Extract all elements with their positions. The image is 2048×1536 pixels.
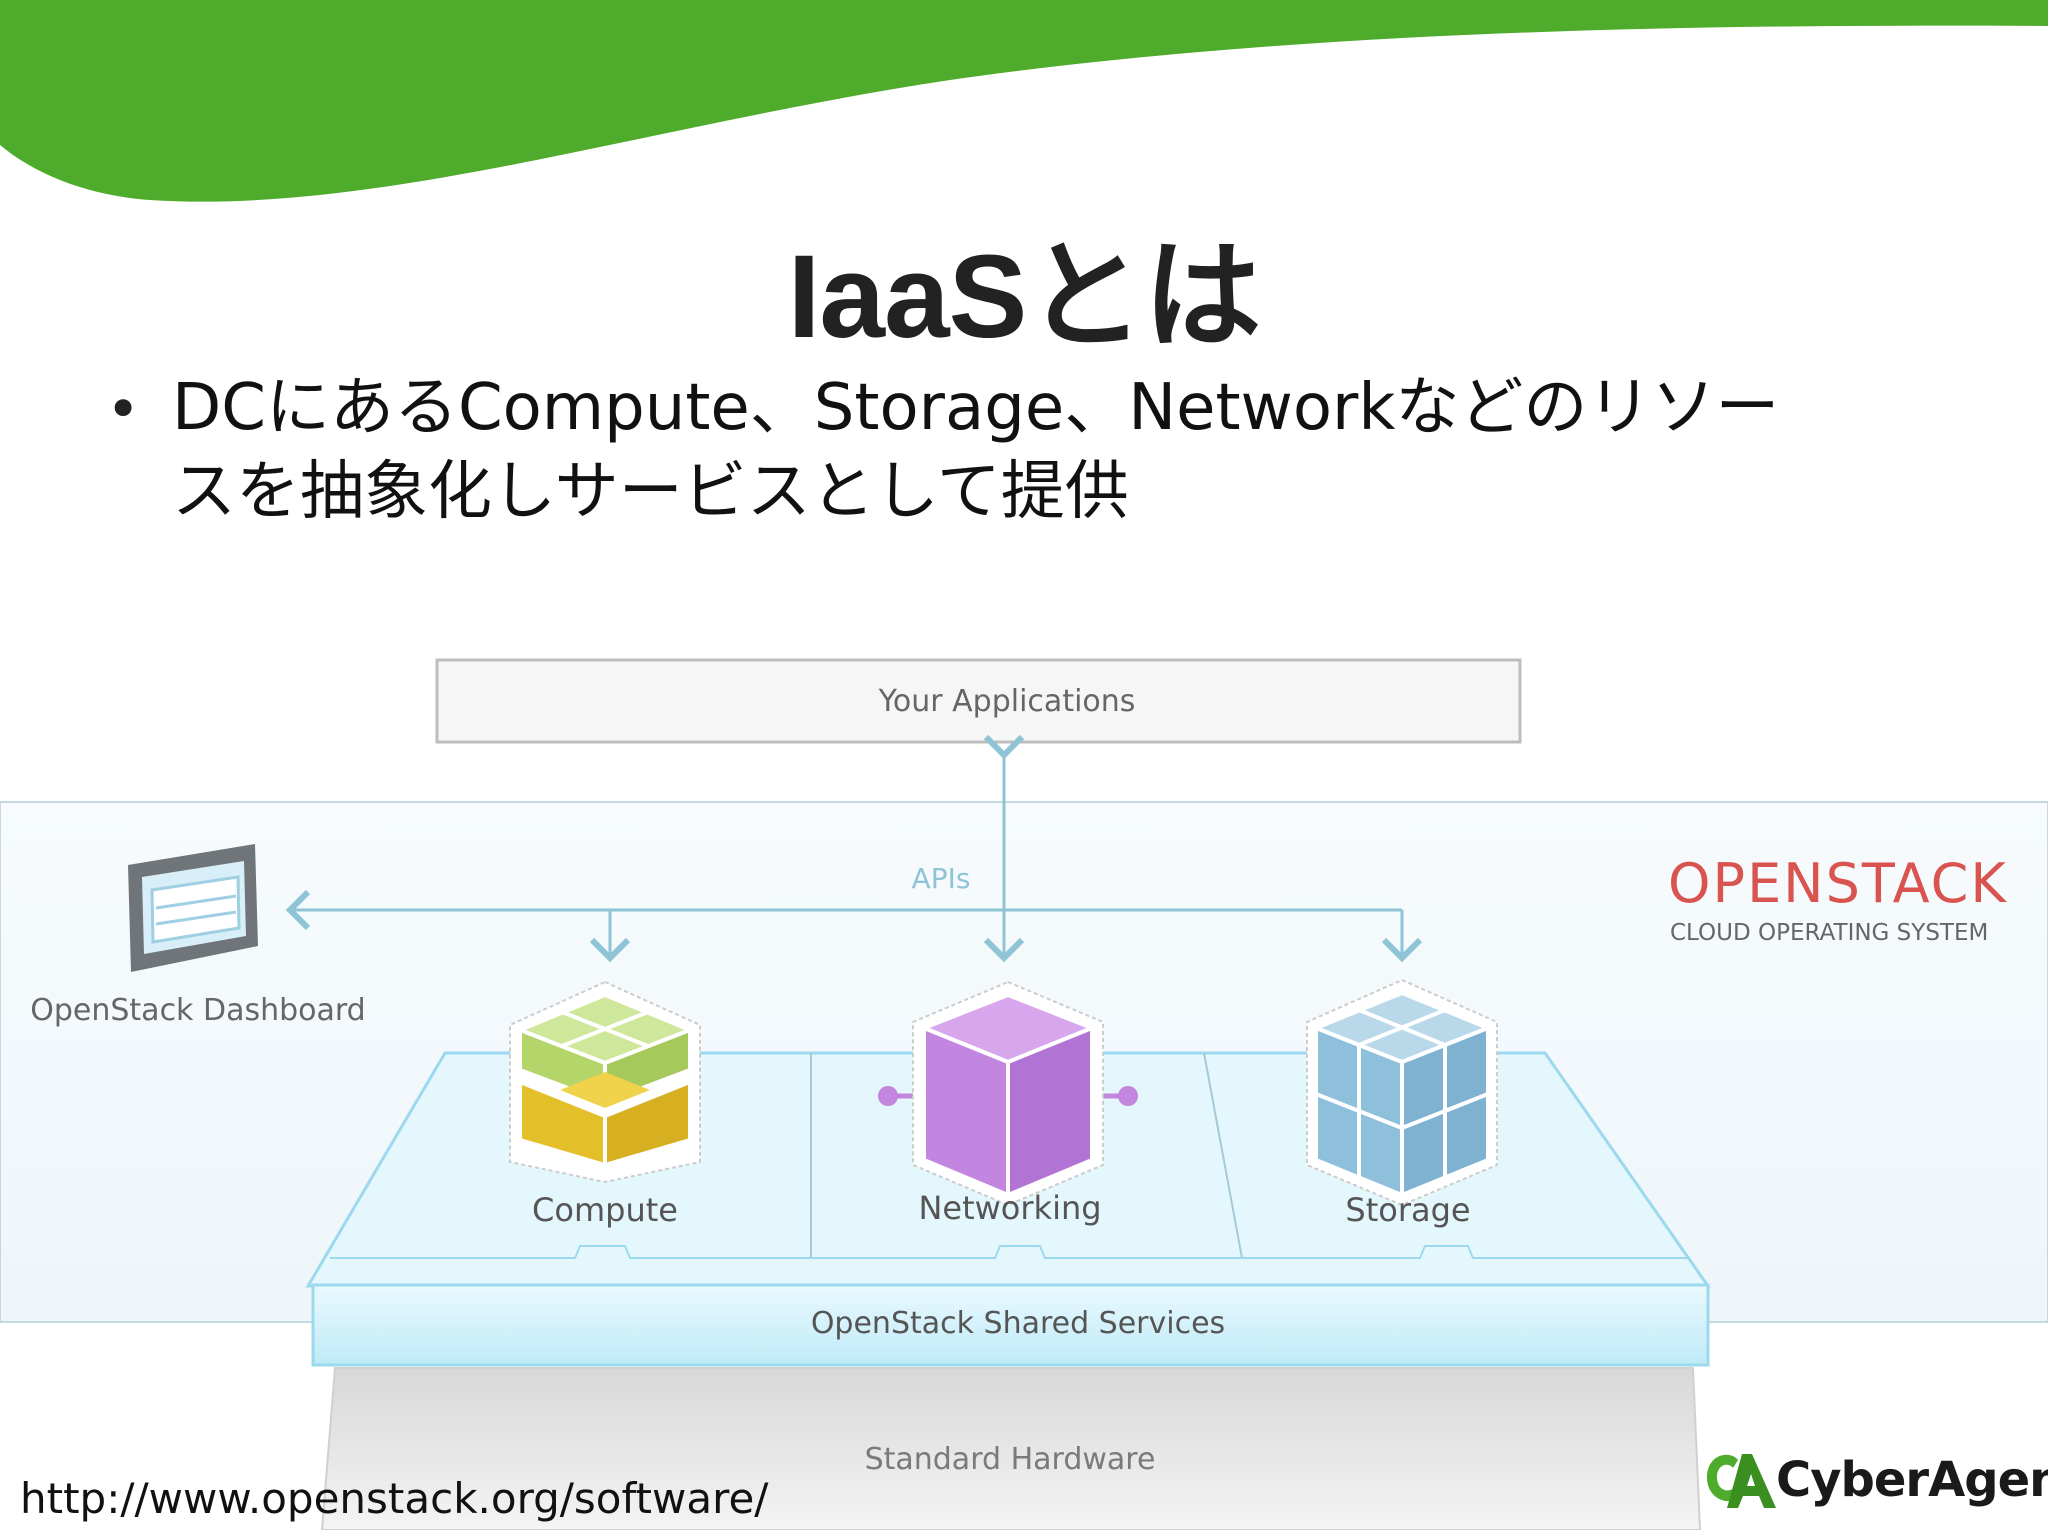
bullet-text: DCにあるCompute、Storage、Networkなどのリソー スを抽象化…: [172, 366, 1892, 534]
compute-cube-icon: [509, 980, 701, 1184]
your-applications-label: Your Applications: [878, 684, 1136, 719]
openstack-brand-subtitle: CLOUD OPERATING SYSTEM: [1670, 920, 1988, 946]
cyberagent-logo-icon: [1706, 1454, 1776, 1508]
bullet-marker: •: [106, 375, 141, 443]
apis-label: APIs: [912, 862, 971, 895]
standard-hardware-layer: Standard Hardware: [320, 1367, 1702, 1530]
cyberagent-logo-text: CyberAgent: [1776, 1452, 2048, 1508]
bullet-line-1: DCにあるCompute、Storage、Networkなどのリソー: [172, 371, 1780, 445]
shared-services-layer: OpenStack Shared Services: [311, 1283, 1710, 1367]
openstack-diagram: Standard Hardware OpenStack Shared Servi…: [0, 658, 2048, 1530]
compute-label: Compute: [532, 1191, 678, 1229]
networking-label: Networking: [918, 1189, 1101, 1227]
shared-services-label: OpenStack Shared Services: [811, 1306, 1225, 1341]
storage-label: Storage: [1345, 1191, 1470, 1229]
header-wave: [0, 0, 2048, 202]
openstack-brand-title: OPENSTACK: [1668, 852, 2008, 915]
your-applications-box: Your Applications: [435, 658, 1522, 744]
slide-title: IaaSとは: [787, 231, 1262, 363]
bullet-line-2: スを抽象化しサービスとして提供: [172, 455, 1129, 529]
storage-cube-icon: [1306, 978, 1498, 1207]
networking-cube-icon: [878, 980, 1138, 1207]
dashboard-label: OpenStack Dashboard: [30, 993, 365, 1028]
api-arrows: [285, 734, 1423, 963]
standard-hardware-label: Standard Hardware: [865, 1442, 1156, 1477]
monitor-icon: [128, 844, 258, 972]
source-url: http://www.openstack.org/software/: [20, 1474, 769, 1523]
